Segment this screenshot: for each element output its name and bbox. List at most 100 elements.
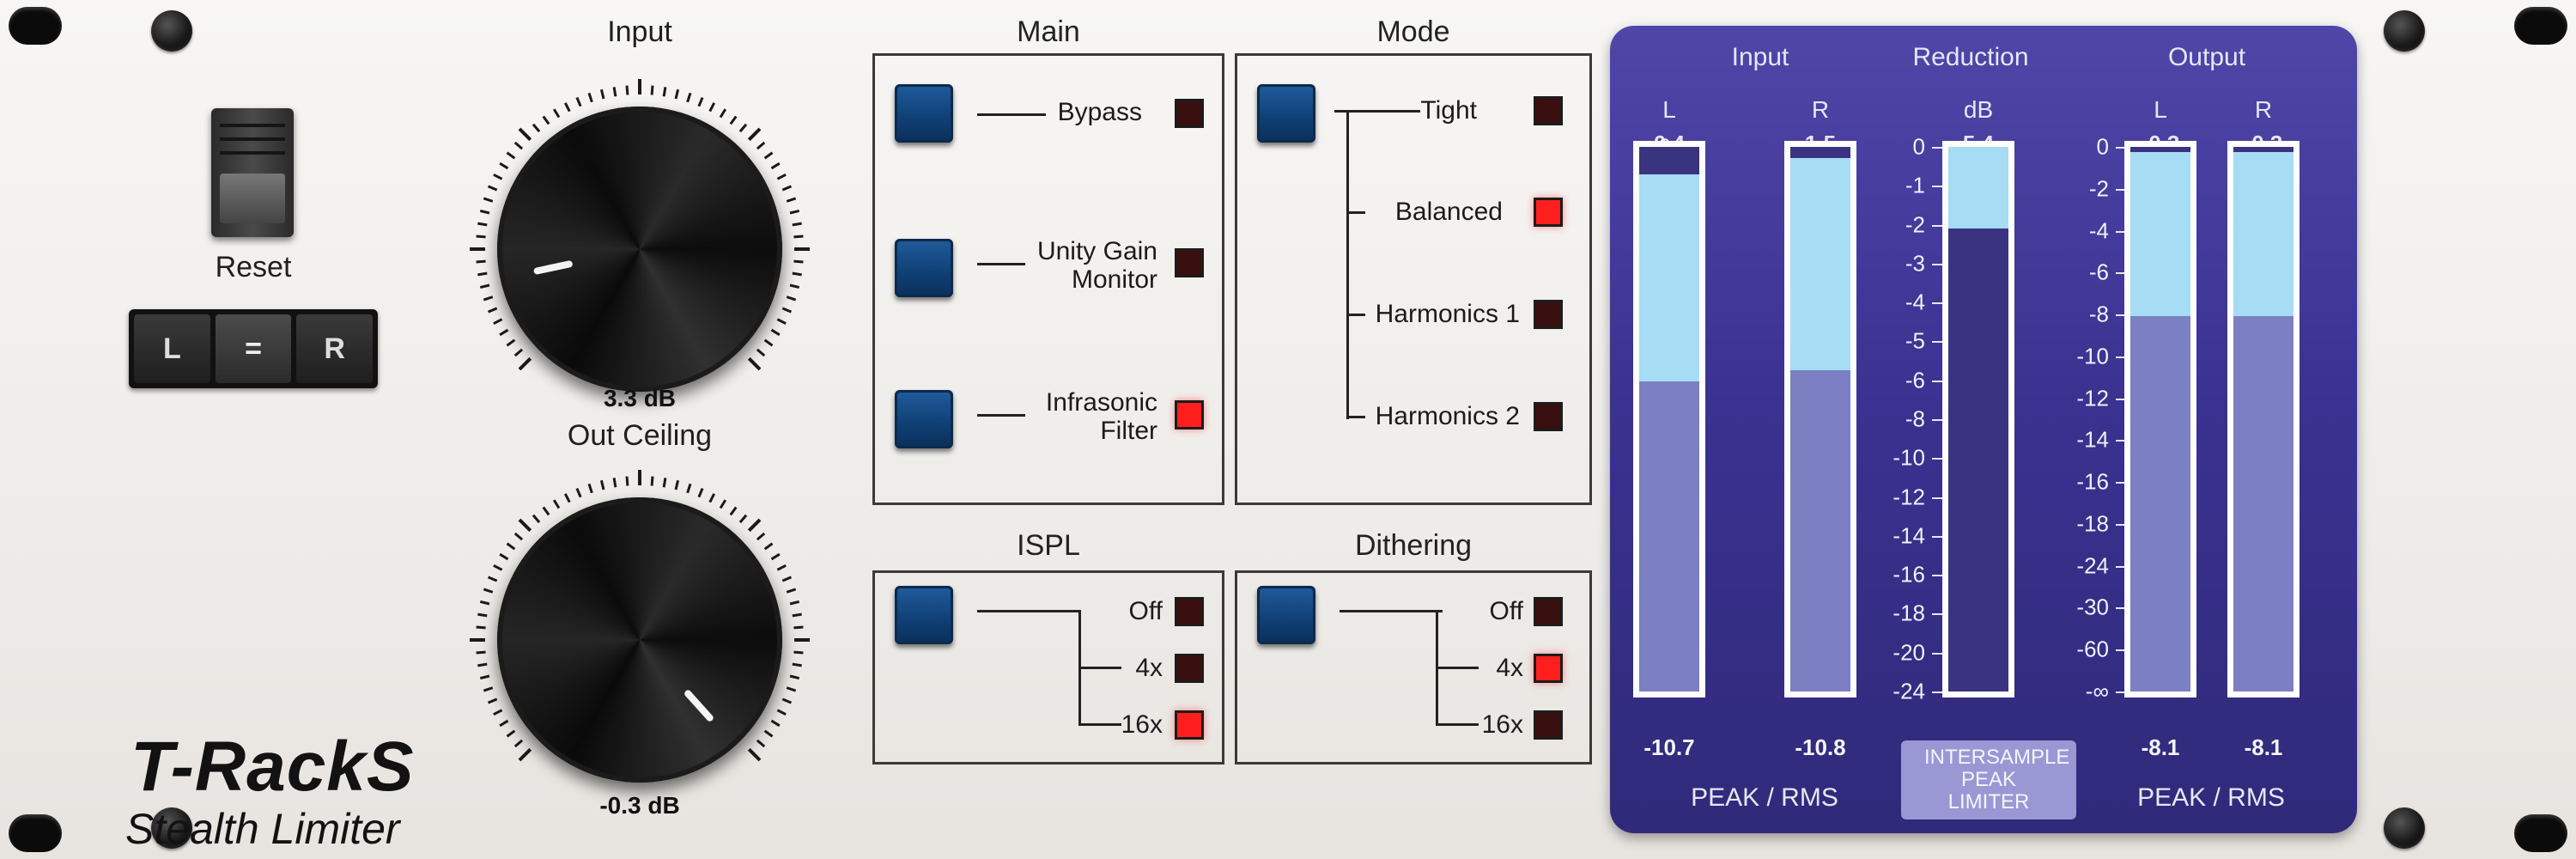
dithering-16x-led [1534, 710, 1563, 740]
mode-tight-label: Tight [1420, 96, 1477, 125]
mode-tight-led [1534, 96, 1563, 125]
knob-tick [575, 487, 582, 498]
mode-select-button[interactable] [1257, 84, 1315, 143]
knob-tick [686, 92, 692, 103]
knob-tick [729, 115, 738, 125]
output-R-meter [2227, 141, 2300, 698]
knob-tick [499, 161, 509, 170]
knob-tick [786, 686, 797, 692]
input-meter-title: Input [1731, 43, 1789, 71]
scale-label: -6 [2088, 259, 2109, 285]
scale-tick [1932, 380, 1947, 382]
ispl-select-button[interactable] [895, 586, 953, 644]
knob-tick [792, 662, 802, 667]
output-R-rms: -8.1 [2244, 734, 2283, 760]
scale-label: -20 [1893, 639, 1925, 666]
knob-tick [479, 674, 490, 680]
ispl-off-label: Off [1128, 597, 1163, 625]
scale-label: -3 [1905, 250, 1925, 277]
infrasonic-filter-button[interactable] [895, 390, 953, 448]
ispl-badge-text: INTERSAMPLE PEAK LIMITER [1924, 746, 2070, 813]
scale-label: -∞ [2085, 678, 2109, 704]
knob-tick [781, 576, 793, 582]
knob-tick [756, 348, 766, 357]
reduction-meter-scale: 0-1-2-3-4-5-6-8-10-12-14-16-18-20-24 [1874, 134, 1947, 704]
scale-label: -14 [1893, 522, 1925, 549]
knob-tick [599, 88, 605, 100]
link-left-button[interactable]: L [134, 314, 210, 383]
scale-tick [1932, 224, 1947, 227]
dithering-select-button[interactable] [1257, 586, 1315, 644]
knob-tick [552, 499, 561, 509]
dithering-off-led [1534, 597, 1563, 626]
bypass-button[interactable] [895, 84, 953, 143]
unity-gain-monitor-label: Unity Gain Monitor [1036, 237, 1157, 294]
ispl-4x-label: 4x [1135, 654, 1163, 682]
knob-tick [499, 328, 509, 337]
dithering-4x-led [1534, 654, 1563, 683]
mode-panel [1235, 53, 1592, 505]
out-ceiling-knob[interactable] [497, 497, 782, 783]
scale-tick [1932, 652, 1947, 655]
scale-tick [1932, 147, 1947, 149]
brand-logo: T-RackS [131, 728, 415, 806]
knob-tick [776, 318, 787, 326]
knob-tick [747, 127, 762, 142]
knob-tick [697, 487, 704, 498]
scale-label: -30 [2076, 594, 2109, 620]
unity-gain-monitor-button[interactable] [895, 239, 953, 297]
knob-tick [719, 108, 727, 119]
knob-tick [650, 476, 654, 486]
knob-tick [518, 518, 532, 533]
dithering-4x-label: 4x [1496, 654, 1523, 682]
input-L-rms: -10.7 [1643, 734, 1695, 760]
scale-tick [1932, 419, 1947, 421]
scale-label: -1 [1905, 172, 1925, 198]
scale-label: -18 [2076, 510, 2109, 537]
scale-label: -8 [1905, 405, 1925, 432]
knob-tick [756, 532, 766, 541]
input-R-rms: -10.8 [1795, 734, 1846, 760]
out-ceiling-knob-dial [468, 468, 811, 812]
output-L-channel: L [2154, 96, 2167, 123]
scale-tick [1932, 458, 1947, 460]
unity-gain-monitor-led [1175, 248, 1204, 277]
scale-label: -6 [1905, 367, 1925, 393]
knob-tick [477, 271, 488, 277]
dithering-16x-label: 16x [1481, 710, 1523, 739]
knob-tick [518, 127, 532, 142]
link-both-button[interactable]: = [215, 314, 292, 383]
knob-tick [479, 209, 490, 215]
scale-tick [2116, 188, 2131, 191]
scale-label: -10 [2076, 343, 2109, 369]
scale-tick [2116, 230, 2131, 233]
ispl-16x-led [1175, 710, 1204, 740]
knob-tick [493, 709, 503, 716]
scale-tick [2116, 482, 2131, 484]
knob-tick [781, 185, 793, 192]
scale-label: -24 [2076, 552, 2109, 579]
knob-tick [674, 88, 680, 100]
knob-tick [747, 518, 762, 533]
knob-tick [738, 123, 748, 133]
knob-tick [483, 686, 494, 692]
link-right-button[interactable]: R [296, 314, 374, 383]
scale-tick [2116, 398, 2131, 400]
knob-tick [493, 564, 503, 571]
knob-tick [763, 151, 774, 160]
dithering-panel [1235, 570, 1592, 765]
knob-tick [763, 542, 774, 551]
scale-label: -10 [1893, 444, 1925, 471]
knob-tick [674, 479, 680, 490]
reset-toggle[interactable] [211, 108, 294, 237]
knob-tick [770, 719, 781, 728]
knob-tick [662, 478, 667, 488]
ispl-off-led [1175, 597, 1204, 626]
knob-tick [793, 650, 804, 655]
knob-tick [476, 259, 486, 264]
mode-balanced-label: Balanced [1394, 198, 1503, 226]
knob-tick [513, 739, 524, 748]
knob-tick [789, 209, 800, 215]
input-knob[interactable] [497, 107, 782, 392]
knob-tick [487, 307, 498, 314]
